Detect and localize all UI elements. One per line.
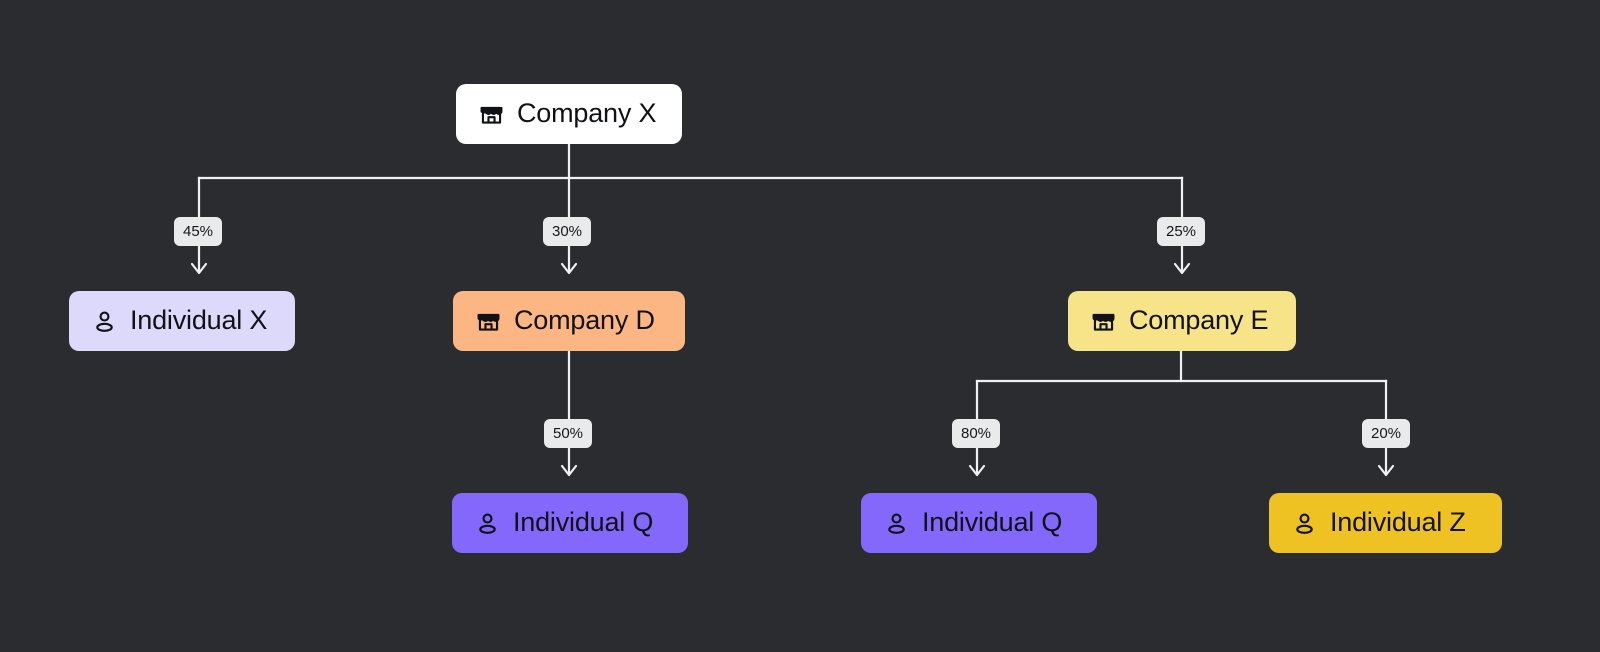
edge-percent-badge-30: 30% xyxy=(543,217,592,246)
node-individual-q-under-company-e[interactable]: Individual Q xyxy=(861,493,1097,553)
arrowhead-company-d xyxy=(560,262,578,275)
node-individual-z[interactable]: Individual Z xyxy=(1269,493,1502,553)
storefront-icon xyxy=(1090,308,1117,335)
node-label: Individual X xyxy=(130,304,268,335)
node-company-x[interactable]: Company X xyxy=(456,84,682,144)
person-icon xyxy=(883,510,910,537)
node-company-d[interactable]: Company D xyxy=(453,291,685,351)
edge-percent-badge-50: 50% xyxy=(544,419,593,448)
storefront-icon xyxy=(475,308,502,335)
node-label: Individual Q xyxy=(513,506,654,537)
node-company-e[interactable]: Company E xyxy=(1068,291,1296,351)
node-label: Individual Q xyxy=(922,506,1063,537)
node-label: Individual Z xyxy=(1330,506,1466,537)
edge-percent-badge-80: 80% xyxy=(952,419,1001,448)
person-icon xyxy=(1291,510,1318,537)
arrowhead-individual-q-d xyxy=(560,464,578,477)
person-icon xyxy=(91,308,118,335)
node-label: Company X xyxy=(517,97,657,128)
arrowhead-individual-x xyxy=(190,262,208,275)
node-label: Company E xyxy=(1129,304,1269,335)
node-individual-q-under-company-d[interactable]: Individual Q xyxy=(452,493,688,553)
node-individual-x[interactable]: Individual X xyxy=(69,291,295,351)
node-label: Company D xyxy=(514,304,655,335)
edge-percent-badge-25: 25% xyxy=(1157,217,1206,246)
arrowhead-company-e xyxy=(1173,262,1191,275)
person-icon xyxy=(474,510,501,537)
edge-percent-badge-45: 45% xyxy=(174,217,223,246)
arrowhead-individual-z xyxy=(1377,464,1395,477)
storefront-icon xyxy=(478,101,505,128)
arrowhead-individual-q-e xyxy=(968,464,986,477)
edge-percent-badge-20: 20% xyxy=(1362,419,1411,448)
